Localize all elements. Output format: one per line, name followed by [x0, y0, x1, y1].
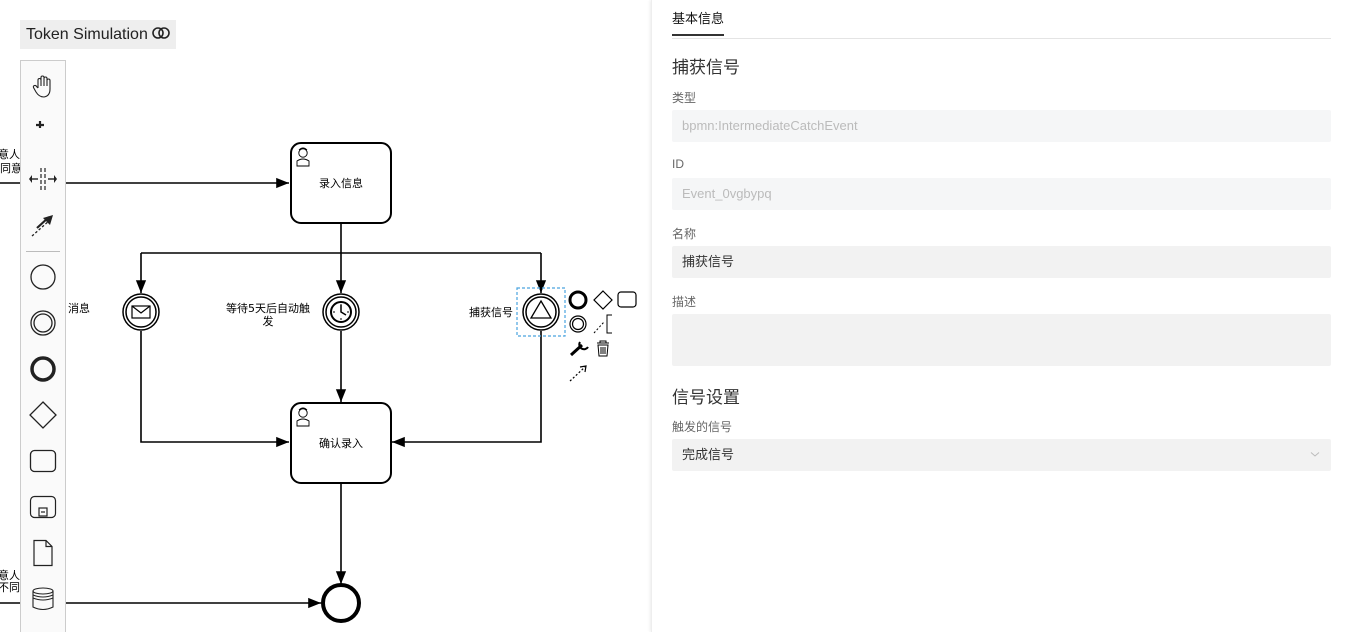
- properties-panel: 基本信息 捕获信号 类型 bpmn:IntermediateCatchEvent…: [651, 0, 1346, 632]
- timer-event-label-line1: 等待5天后自动触: [226, 301, 310, 315]
- intermediate-event-icon[interactable]: [21, 303, 65, 343]
- lasso-tool-icon[interactable]: [21, 113, 65, 153]
- delete-trash-icon[interactable]: [597, 340, 609, 357]
- append-end-event-icon[interactable]: [568, 290, 588, 310]
- flow-signal-to-confirm[interactable]: [392, 331, 542, 448]
- end-event-icon[interactable]: [21, 349, 65, 389]
- flow-label-top-line2: 同意: [0, 161, 22, 175]
- timer-event-label-line2: 发: [263, 314, 274, 328]
- end-event[interactable]: [321, 583, 361, 623]
- signal-label: 触发的信号: [672, 420, 733, 434]
- context-pad[interactable]: [568, 290, 637, 382]
- envelope-icon: [131, 305, 151, 319]
- name-label: 名称: [672, 227, 697, 241]
- id-label: ID: [672, 157, 684, 171]
- description-field[interactable]: [672, 314, 1331, 366]
- palette-separator: [26, 251, 60, 252]
- space-tool-icon[interactable]: [21, 159, 65, 199]
- type-label: 类型: [672, 91, 697, 105]
- user-task-icon: [296, 147, 310, 167]
- clock-icon: [330, 301, 352, 323]
- tool-palette: [20, 60, 66, 632]
- append-gateway-icon[interactable]: [593, 290, 613, 310]
- type-field: bpmn:IntermediateCatchEvent: [672, 110, 1331, 142]
- hand-tool-icon[interactable]: [21, 67, 65, 107]
- selection-outline: [516, 287, 566, 337]
- description-label: 描述: [672, 295, 697, 309]
- task-enter-info[interactable]: 录入信息: [290, 142, 392, 224]
- connect-arrow-icon[interactable]: [569, 365, 587, 382]
- flow-message-to-confirm[interactable]: [140, 331, 289, 448]
- append-task-icon[interactable]: [617, 291, 637, 308]
- change-type-wrench-icon[interactable]: [569, 341, 589, 357]
- id-field: Event_0vgbypq: [672, 178, 1331, 210]
- signal-select[interactable]: 完成信号: [672, 439, 1331, 471]
- task-confirm-entry-label: 确认录入: [319, 437, 363, 450]
- bpmn-canvas[interactable]: 意人数 同意 意人数 不同意 录入信息 确认录入: [0, 0, 651, 632]
- data-store-icon[interactable]: [21, 579, 65, 619]
- chevron-down-icon: [1310, 452, 1320, 457]
- timer-catch-event[interactable]: [322, 293, 360, 331]
- name-field[interactable]: 捕获信号: [672, 246, 1331, 278]
- task-icon[interactable]: [21, 441, 65, 481]
- append-intermediate-event-icon[interactable]: [569, 315, 587, 333]
- token-simulation-label: Token Simulation: [26, 26, 148, 43]
- task-enter-info-label: 录入信息: [319, 176, 363, 190]
- bpmn-diagram[interactable]: 意人数 同意 意人数 不同意 录入信息 确认录入: [0, 0, 651, 632]
- section-title-signal-settings: 信号设置: [672, 388, 740, 407]
- gateway-icon[interactable]: [21, 395, 65, 435]
- user-task-icon: [296, 407, 310, 427]
- global-connect-tool-icon[interactable]: [21, 205, 65, 245]
- properties-tabs: 基本信息: [672, 0, 1331, 39]
- signal-event-label: 捕获信号: [469, 305, 513, 319]
- toggle-icon: [152, 20, 170, 49]
- tab-basic-info[interactable]: 基本信息: [672, 8, 725, 36]
- signal-select-value: 完成信号: [682, 447, 735, 462]
- message-event-label: 消息: [68, 301, 90, 315]
- subprocess-icon[interactable]: [21, 487, 65, 527]
- signal-catch-event[interactable]: [516, 287, 566, 337]
- signal-triangle-icon: [529, 299, 553, 319]
- data-object-icon[interactable]: [21, 533, 65, 573]
- append-text-annotation-icon[interactable]: [593, 314, 612, 334]
- task-confirm-entry[interactable]: 确认录入: [290, 402, 392, 484]
- message-catch-event[interactable]: [122, 293, 160, 331]
- token-simulation-toggle[interactable]: Token Simulation: [20, 20, 176, 49]
- section-title-signal-catch: 捕获信号: [672, 58, 740, 77]
- start-event-icon[interactable]: [21, 257, 65, 297]
